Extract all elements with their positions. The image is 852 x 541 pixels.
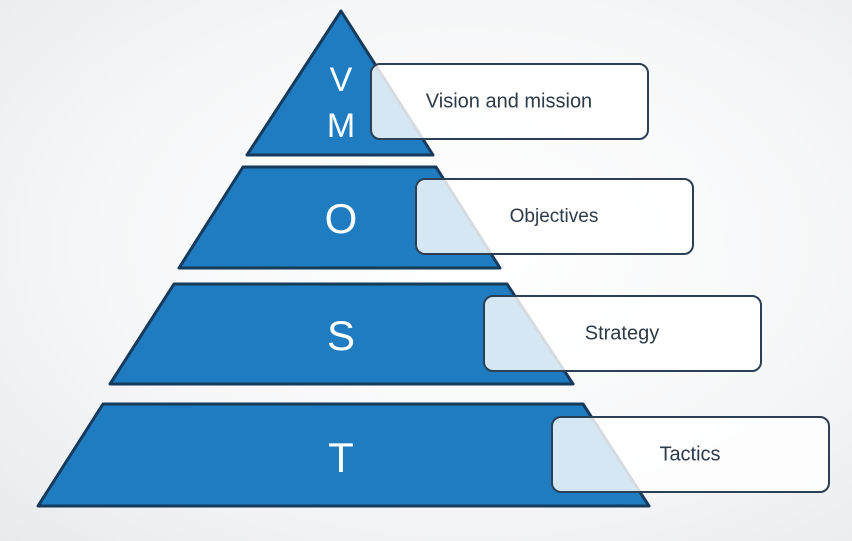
callout-vision-mission-box bbox=[370, 63, 649, 140]
tier-strategy-shape bbox=[108, 282, 575, 386]
callout-tactics-label: Tactics bbox=[659, 443, 720, 465]
tier-strategy: S bbox=[108, 282, 575, 386]
tier-tactics-letter: T bbox=[328, 434, 354, 481]
tier-vision-letter: V bbox=[330, 61, 353, 99]
callout-objectives-box bbox=[415, 178, 694, 255]
tier-tactics: T bbox=[36, 402, 651, 508]
callout-strategy-label: Strategy bbox=[585, 322, 659, 344]
tier-strategy-letter: S bbox=[327, 312, 355, 359]
tier-mission-letter: M bbox=[327, 107, 355, 145]
callout-objectives-label: Objectives bbox=[510, 206, 599, 227]
tier-tactics-shape bbox=[36, 402, 651, 508]
tier-objectives-letter: O bbox=[325, 195, 358, 242]
callout-vision-mission: Vision and mission bbox=[370, 63, 649, 140]
callout-tactics: Tactics bbox=[551, 416, 830, 493]
callout-vision-mission-label: Vision and mission bbox=[426, 90, 592, 112]
callout-tactics-box bbox=[551, 416, 830, 493]
callout-objectives: Objectives bbox=[415, 178, 694, 255]
callout-strategy: Strategy bbox=[483, 295, 762, 372]
callout-strategy-box bbox=[483, 295, 762, 372]
